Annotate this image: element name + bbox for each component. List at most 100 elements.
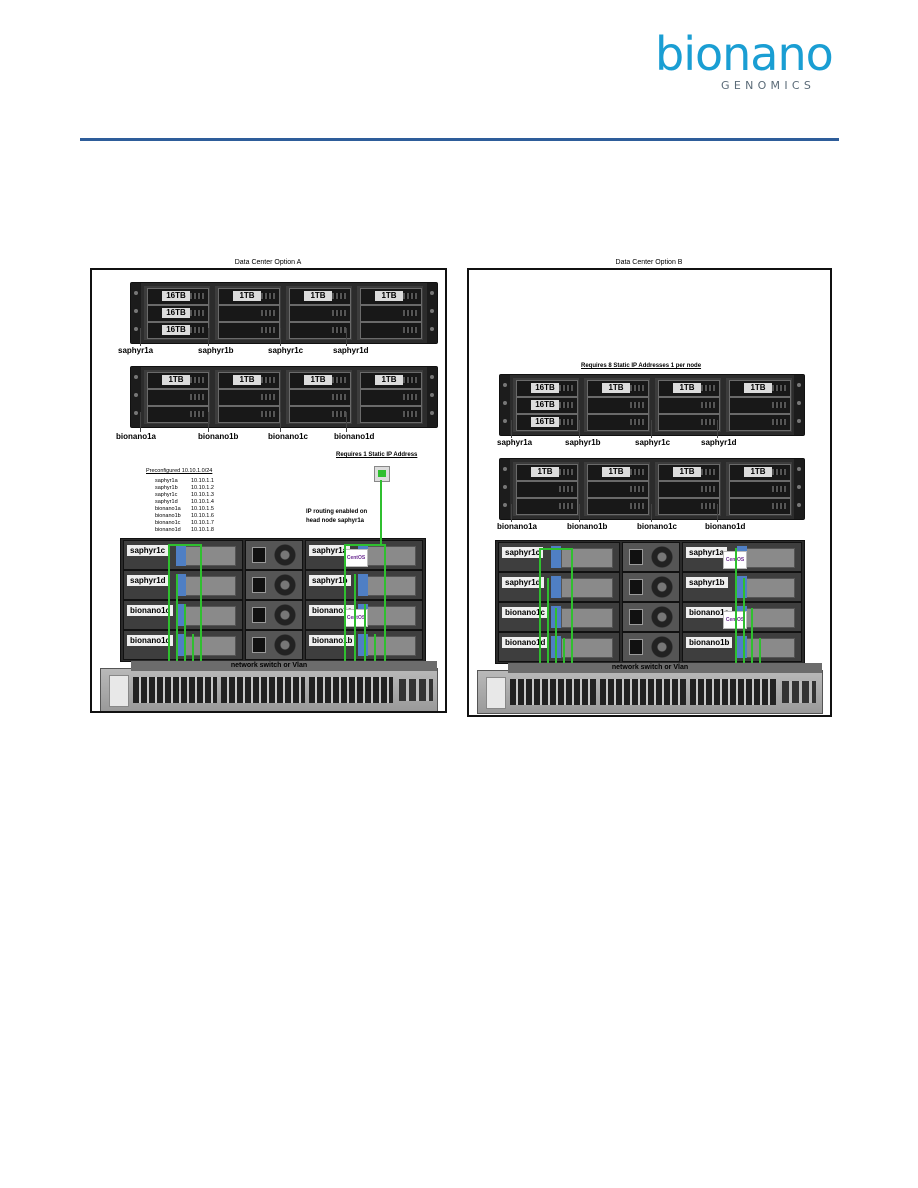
ip-host: bionano1b [155,513,181,519]
ip-address: 10.10.1.7 [191,520,214,526]
drive-label: 16TB [531,400,559,410]
blade-label: saphyr1b [309,575,351,586]
power-supply [622,602,680,632]
drive-label: 16TB [162,325,190,335]
node-label: bionano1a [497,522,538,531]
power-supply [622,632,680,662]
preconfig-title: Preconfigured 10.10.1.0/24 [146,468,213,474]
drive-label: 1TB [375,291,403,301]
blade-label: saphyr1a [309,545,351,556]
bionano-genomics-logo: bionano GENOMICS [655,27,840,92]
drive-label: 1TB [744,383,772,393]
ip-host: bionano1d [155,527,181,533]
ip-host: saphyr1b [155,485,178,491]
drive-label: 1TB [602,467,630,477]
drive-label: 1TB [531,467,559,477]
power-supply [245,570,303,600]
node-label: bionano1b [567,522,608,531]
node-label: saphyr1d [701,438,737,447]
blade-label: bionano1c [502,607,549,618]
static-ip-note: Requires 8 Static IP Addresses 1 per nod… [581,363,702,369]
node-label: saphyr1b [565,438,601,447]
ip-address: 10.10.1.1 [191,478,214,484]
ip-host: saphyr1a [155,478,178,484]
node-label: bionano1c [268,432,309,441]
ethernet-jack-icon [374,466,390,482]
node-label: bionano1b [198,432,239,441]
network-switch: network switch or Vlan [477,663,823,714]
ip-address: 10.10.1.4 [191,499,214,505]
ip-host: saphyr1d [155,499,178,505]
drive-label: 1TB [304,291,332,301]
blade-label: bionano1a [686,607,733,618]
static-ip-note: Requires 1 Static IP Address [336,452,418,458]
blade-label: saphyr1d [502,577,544,588]
node-label: saphyr1d [333,346,369,355]
routing-note-line2: head node saphyr1a [306,518,365,524]
ip-host: bionano1a [155,506,181,512]
blade-label: bionano1b [686,637,733,648]
power-supply [622,572,680,602]
drive-label: 1TB [162,375,190,385]
node-label: bionano1d [705,522,746,531]
blade-label: saphyr1c [502,547,544,558]
logo-subtitle: GENOMICS [721,79,816,92]
ip-address: 10.10.1.3 [191,492,214,498]
blade-label: bionano1d [127,635,174,646]
ip-address: 10.10.1.6 [191,513,214,519]
header-rule [80,138,839,141]
power-supply [622,542,680,572]
ip-host: bionano1c [155,520,181,526]
drive-label: 1TB [673,467,701,477]
drive-label: 16TB [162,308,190,318]
node-label: bionano1c [637,522,678,531]
power-supply [245,540,303,570]
switch-label: network switch or Vlan [611,664,689,671]
node-label: saphyr1b [198,346,234,355]
drive-label: 16TB [531,383,559,393]
blade-label: saphyr1a [686,547,728,558]
option-a-diagram: 16TB 16TB 16TB 1TB 1TB 1TB saphyr1a saph… [90,268,447,713]
option-b-caption: Data Center Option B [615,259,683,266]
drive-label: 1TB [304,375,332,385]
storage-enclosure-saphyr: 16TB 16TB 16TB 1TB 1TB 1TB [499,374,805,436]
drive-label: 1TB [602,383,630,393]
node-label: saphyr1c [635,438,671,447]
blade-label: bionano1d [502,637,549,648]
ip-host: saphyr1c [155,492,178,498]
logo-wordmark: bionano [655,27,834,81]
ip-address: 10.10.1.2 [191,485,214,491]
network-switch: network switch or Vlan [100,661,438,711]
drive-label: 1TB [744,467,772,477]
ip-address: 10.10.1.8 [191,527,214,533]
drive-label: 1TB [673,383,701,393]
option-b-diagram: Requires 8 Static IP Addresses 1 per nod… [467,268,832,717]
node-label: bionano1d [334,432,375,441]
storage-enclosure-bionano: 1TB 1TB 1TB 1TB [130,366,438,428]
compute-chassis: saphyr1c saphyr1d bionano1c bionano1d sa… [495,540,805,664]
node-label: saphyr1c [268,346,304,355]
node-label: bionano1a [116,432,157,441]
ip-address: 10.10.1.5 [191,506,214,512]
option-a-caption: Data Center Option A [234,259,302,266]
centos-logo: CentOS [344,549,368,567]
power-supply [245,630,303,660]
routing-note-line1: IP routing enabled on [306,509,368,515]
drive-label: 1TB [375,375,403,385]
blade-label: bionano1c [127,605,174,616]
switch-label: network switch or Vlan [230,662,308,669]
blade-label: saphyr1b [686,577,728,588]
drive-label: 1TB [233,375,261,385]
power-supply [245,600,303,630]
blade-label: saphyr1c [127,545,169,556]
node-label: saphyr1a [497,438,533,447]
blade-label: bionano1b [309,635,356,646]
storage-enclosure-saphyr: 16TB 16TB 16TB 1TB 1TB 1TB [130,282,438,344]
drive-label: 1TB [233,291,261,301]
node-label: saphyr1a [118,346,154,355]
drive-label: 16TB [531,417,559,427]
blade-label: bionano1a [309,605,356,616]
compute-chassis: saphyr1c saphyr1d bionano1c bionano1d sa… [120,538,426,662]
drive-label: 16TB [162,291,190,301]
blade-label: saphyr1d [127,575,169,586]
